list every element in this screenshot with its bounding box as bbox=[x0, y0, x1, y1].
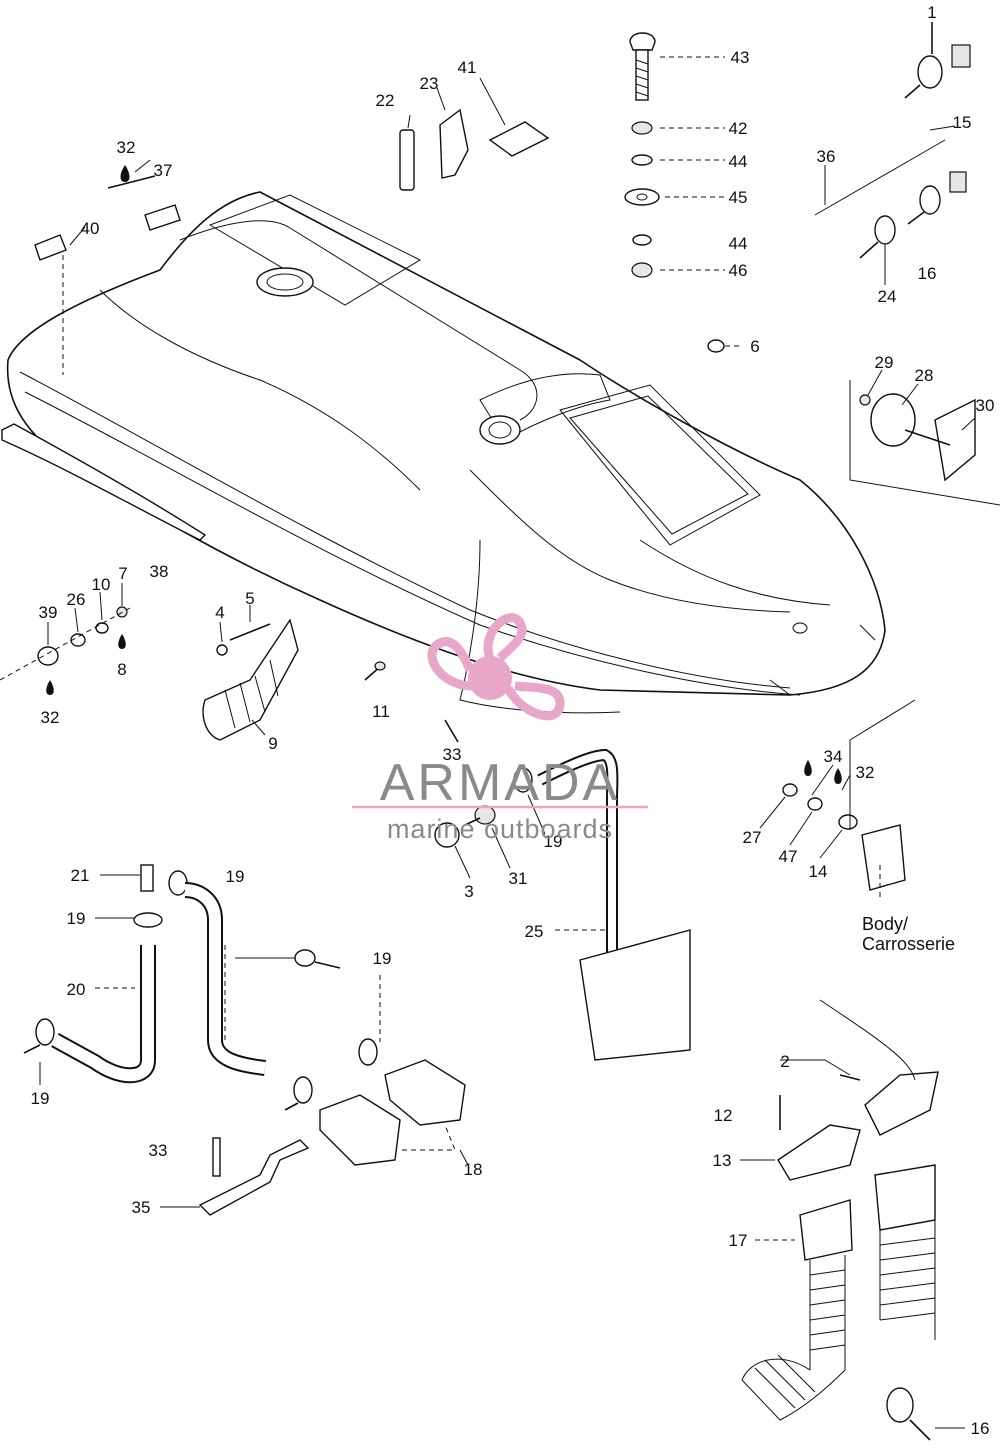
vent-grille bbox=[202, 618, 299, 741]
callout-4: 4 bbox=[215, 603, 224, 622]
callout-45: 45 bbox=[729, 188, 748, 207]
callout-28: 28 bbox=[915, 366, 934, 385]
callout-19-mid: 19 bbox=[544, 832, 563, 851]
callout-40: 40 bbox=[81, 219, 100, 238]
callout-16-bottom: 16 bbox=[971, 1419, 990, 1438]
callout-19-a: 19 bbox=[226, 867, 245, 886]
callout-16-top: 16 bbox=[918, 264, 937, 283]
logo-tagline: marine outboards bbox=[387, 814, 613, 844]
callout-35: 35 bbox=[132, 1198, 151, 1217]
bracket-35 bbox=[198, 1137, 310, 1216]
callout-10: 10 bbox=[92, 575, 111, 594]
callout-41: 41 bbox=[458, 58, 477, 77]
callout-26: 26 bbox=[67, 590, 86, 609]
callout-17: 17 bbox=[729, 1231, 748, 1250]
callout-37: 37 bbox=[154, 161, 173, 180]
callout-43: 43 bbox=[731, 48, 750, 67]
callout-19-d: 19 bbox=[31, 1089, 50, 1108]
callout-47: 47 bbox=[779, 847, 798, 866]
logo-name: ARMADA bbox=[380, 754, 620, 812]
callout-9: 9 bbox=[268, 734, 277, 753]
callout-31: 31 bbox=[509, 869, 528, 888]
callout-39: 39 bbox=[39, 603, 58, 622]
callout-24: 24 bbox=[878, 287, 897, 306]
callout-13: 13 bbox=[713, 1151, 732, 1170]
callout-29: 29 bbox=[875, 353, 894, 372]
leader-lines bbox=[39, 22, 976, 1429]
callout-15: 15 bbox=[953, 113, 972, 132]
callout-2: 2 bbox=[780, 1052, 789, 1071]
callout-44-b: 44 bbox=[729, 234, 748, 253]
callout-27: 27 bbox=[743, 828, 762, 847]
callout-12: 12 bbox=[714, 1106, 733, 1125]
callout-18: 18 bbox=[464, 1160, 483, 1179]
right-washer-group bbox=[782, 699, 916, 891]
callout-46: 46 bbox=[729, 261, 748, 280]
callout-33-mid: 33 bbox=[443, 745, 462, 764]
brackets-22-23-41 bbox=[399, 108, 550, 191]
fitting-parts bbox=[434, 719, 533, 848]
clamp-group-top-right bbox=[814, 44, 971, 259]
fastener-stack bbox=[624, 32, 660, 278]
callout-38: 38 bbox=[150, 562, 169, 581]
callout-1: 1 bbox=[927, 3, 936, 22]
callout-30: 30 bbox=[976, 396, 995, 415]
callout-20: 20 bbox=[67, 980, 86, 999]
steering-parts-28-29-30 bbox=[849, 380, 1000, 506]
callout-11: 11 bbox=[372, 702, 390, 721]
callout-5: 5 bbox=[245, 589, 254, 608]
callout-32-left: 32 bbox=[41, 708, 60, 727]
rub-rail bbox=[1, 423, 207, 541]
grommet-6 bbox=[707, 339, 725, 353]
left-small-parts bbox=[34, 165, 181, 375]
callout-25: 25 bbox=[525, 922, 544, 941]
callout-3: 3 bbox=[464, 882, 473, 901]
callout-33-low: 33 bbox=[149, 1141, 168, 1160]
callout-23: 23 bbox=[420, 74, 439, 93]
callout-22: 22 bbox=[376, 91, 395, 110]
vent-duct-assembly bbox=[741, 999, 939, 1441]
callout-8: 8 bbox=[117, 660, 126, 679]
hose-25 bbox=[537, 748, 691, 1061]
propeller-icon bbox=[427, 613, 565, 721]
callout-36: 36 bbox=[817, 147, 836, 166]
body-label-line2: Carrosserie bbox=[862, 934, 955, 954]
callout-42: 42 bbox=[729, 119, 748, 138]
callout-21: 21 bbox=[71, 866, 90, 885]
callout-32-right: 32 bbox=[856, 763, 875, 782]
armada-logo: ARMADA marine outboards bbox=[352, 613, 648, 844]
callout-7: 7 bbox=[118, 564, 127, 583]
callout-32-top: 32 bbox=[117, 138, 136, 157]
callout-19-b: 19 bbox=[67, 909, 86, 928]
body-label-line1: Body/ bbox=[862, 914, 908, 934]
callout-44-a: 44 bbox=[729, 152, 748, 171]
fuel-hose-assembly bbox=[23, 864, 466, 1166]
callout-labels: 1 15 36 16 24 43 42 44 45 44 46 6 29 28 … bbox=[31, 3, 995, 1438]
screw-11 bbox=[364, 661, 386, 681]
callout-14: 14 bbox=[809, 862, 828, 881]
callout-19-c: 19 bbox=[373, 949, 392, 968]
callout-6: 6 bbox=[750, 337, 759, 356]
callout-34: 34 bbox=[824, 747, 843, 766]
left-washer-group bbox=[0, 606, 131, 695]
body-label: Body/ Carrosserie bbox=[862, 914, 955, 954]
